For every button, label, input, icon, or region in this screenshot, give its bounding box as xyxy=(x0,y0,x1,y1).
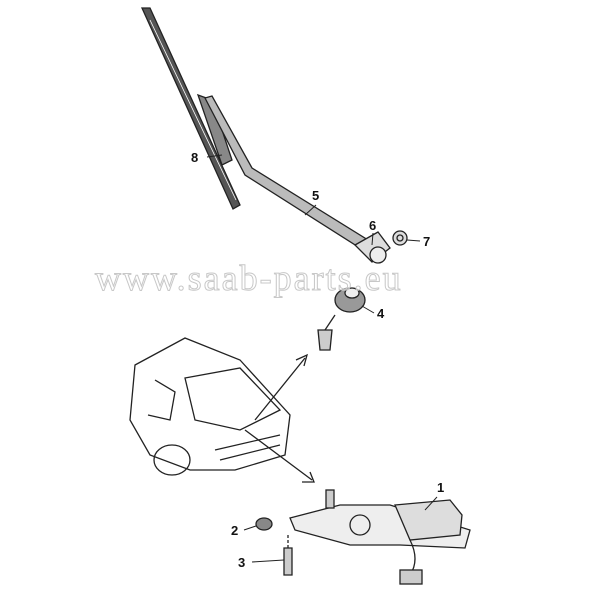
bolt xyxy=(283,535,293,576)
part-label-5: 5 xyxy=(312,188,320,203)
wiper-arm xyxy=(204,95,391,264)
arrows xyxy=(244,353,315,483)
part-label-1: 1 xyxy=(437,480,445,495)
nut xyxy=(392,230,408,246)
car-rear xyxy=(129,337,291,476)
watermark: www.saab-parts.eu xyxy=(95,258,403,298)
part-label-6: 6 xyxy=(369,218,377,233)
part-label-7: 7 xyxy=(423,234,431,249)
part-label-3: 3 xyxy=(238,555,246,570)
part-label-4: 4 xyxy=(377,306,385,321)
leader-lines xyxy=(206,154,438,563)
part-label-8: 8 xyxy=(191,150,199,165)
spindle xyxy=(317,314,336,351)
grommet xyxy=(334,287,366,313)
bushing xyxy=(255,517,273,531)
wiper-blade xyxy=(140,7,241,210)
wiper-motor xyxy=(289,489,471,585)
part-label-2: 2 xyxy=(231,523,239,538)
